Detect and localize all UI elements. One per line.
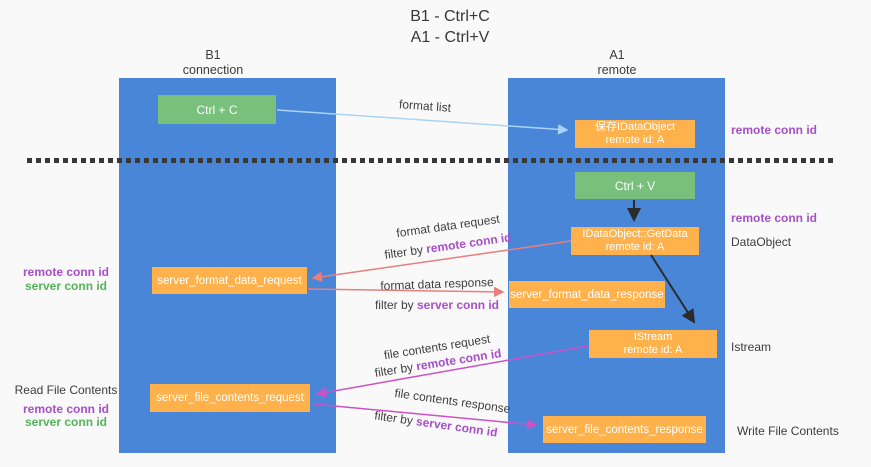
getdata-line1: IDataObject::GetData	[582, 228, 688, 240]
label-istream: Istream	[731, 340, 772, 354]
filter-server-2-highlight: server conn id	[415, 414, 499, 440]
flow-label-filter-server-2: filter by server conn id	[371, 408, 502, 440]
title-line-1: B1 - Ctrl+C	[410, 8, 490, 25]
label-left-server-conn-id-1: server conn id	[24, 278, 108, 293]
ctrl-c-label: Ctrl + C	[196, 102, 238, 117]
node-server-format-data-response: server_format_data_response	[509, 281, 665, 308]
ctrl-v-label: Ctrl + V	[614, 178, 656, 193]
node-ctrl-c: Ctrl + C	[158, 95, 276, 124]
flow-label-format-data-response: format data response	[380, 275, 494, 293]
server-format-data-request-label: server_format_data_request	[157, 274, 302, 287]
lane-a1-header: A1 remote	[517, 48, 717, 78]
filter-server-2-prefix: filter by	[373, 408, 418, 429]
save-dataobject-line2: remote id: A	[605, 134, 665, 146]
flow-label-format-list: format list	[398, 97, 452, 115]
lane-b1-name: B1	[205, 48, 221, 62]
separator-dashed-line	[27, 158, 833, 163]
label-left-server-conn-id-2: server conn id	[24, 415, 108, 429]
node-server-file-contents-request: server_file_contents_request	[150, 384, 310, 412]
lane-b1-role: connection	[182, 63, 244, 77]
server-file-contents-request-label: server_file_contents_request	[156, 392, 304, 404]
label-remote-conn-id-mid: remote conn id	[731, 211, 818, 225]
flow-label-filter-server-1: filter by server conn id	[372, 298, 502, 312]
label-write-file-contents: Write File Contents	[737, 424, 839, 438]
lane-a1-name: A1	[609, 48, 625, 62]
node-getdata: IDataObject::GetData remote id: A	[571, 227, 699, 255]
istream-line1: IStream	[633, 331, 673, 343]
lane-b1-header: B1 connection	[113, 48, 313, 78]
label-left-remote-conn-id-2: remote conn id	[22, 401, 109, 416]
label-remote-conn-id-top: remote conn id	[731, 123, 818, 137]
title-line-2: A1 - Ctrl+V	[410, 29, 490, 46]
node-istream: IStream remote id: A	[589, 330, 717, 358]
filter-remote-1-prefix: filter by	[383, 242, 428, 262]
node-save-dataobject: 保存IDataObject remote id: A	[575, 120, 695, 148]
istream-line2: remote id: A	[623, 344, 683, 356]
lane-a1-role: remote	[597, 63, 637, 77]
label-left-remote-conn-id-1: remote conn id	[22, 265, 109, 279]
node-ctrl-v: Ctrl + V	[575, 172, 695, 199]
left-labels-format: remote conn id server conn id	[14, 265, 118, 293]
server-format-data-response-label: server_format_data_response	[510, 288, 664, 301]
flow-label-file-contents-response: file contents response	[393, 385, 512, 417]
node-server-format-data-request: server_format_data_request	[152, 267, 307, 294]
label-dataobject: DataObject	[731, 235, 792, 249]
getdata-line2: remote id: A	[605, 241, 665, 253]
filter-server-1-prefix: filter by	[374, 298, 417, 312]
save-dataobject-line1: 保存IDataObject	[594, 121, 676, 133]
page-title: B1 - Ctrl+C A1 - Ctrl+V	[350, 6, 550, 48]
left-labels-file: Read File Contents remote conn id server…	[10, 383, 122, 430]
filter-server-1-highlight: server conn id	[416, 298, 500, 312]
node-server-file-contents-response: server_file_contents_response	[543, 416, 706, 443]
label-read-file-contents: Read File Contents	[14, 383, 118, 397]
server-file-contents-response-label: server_file_contents_response	[546, 423, 703, 436]
